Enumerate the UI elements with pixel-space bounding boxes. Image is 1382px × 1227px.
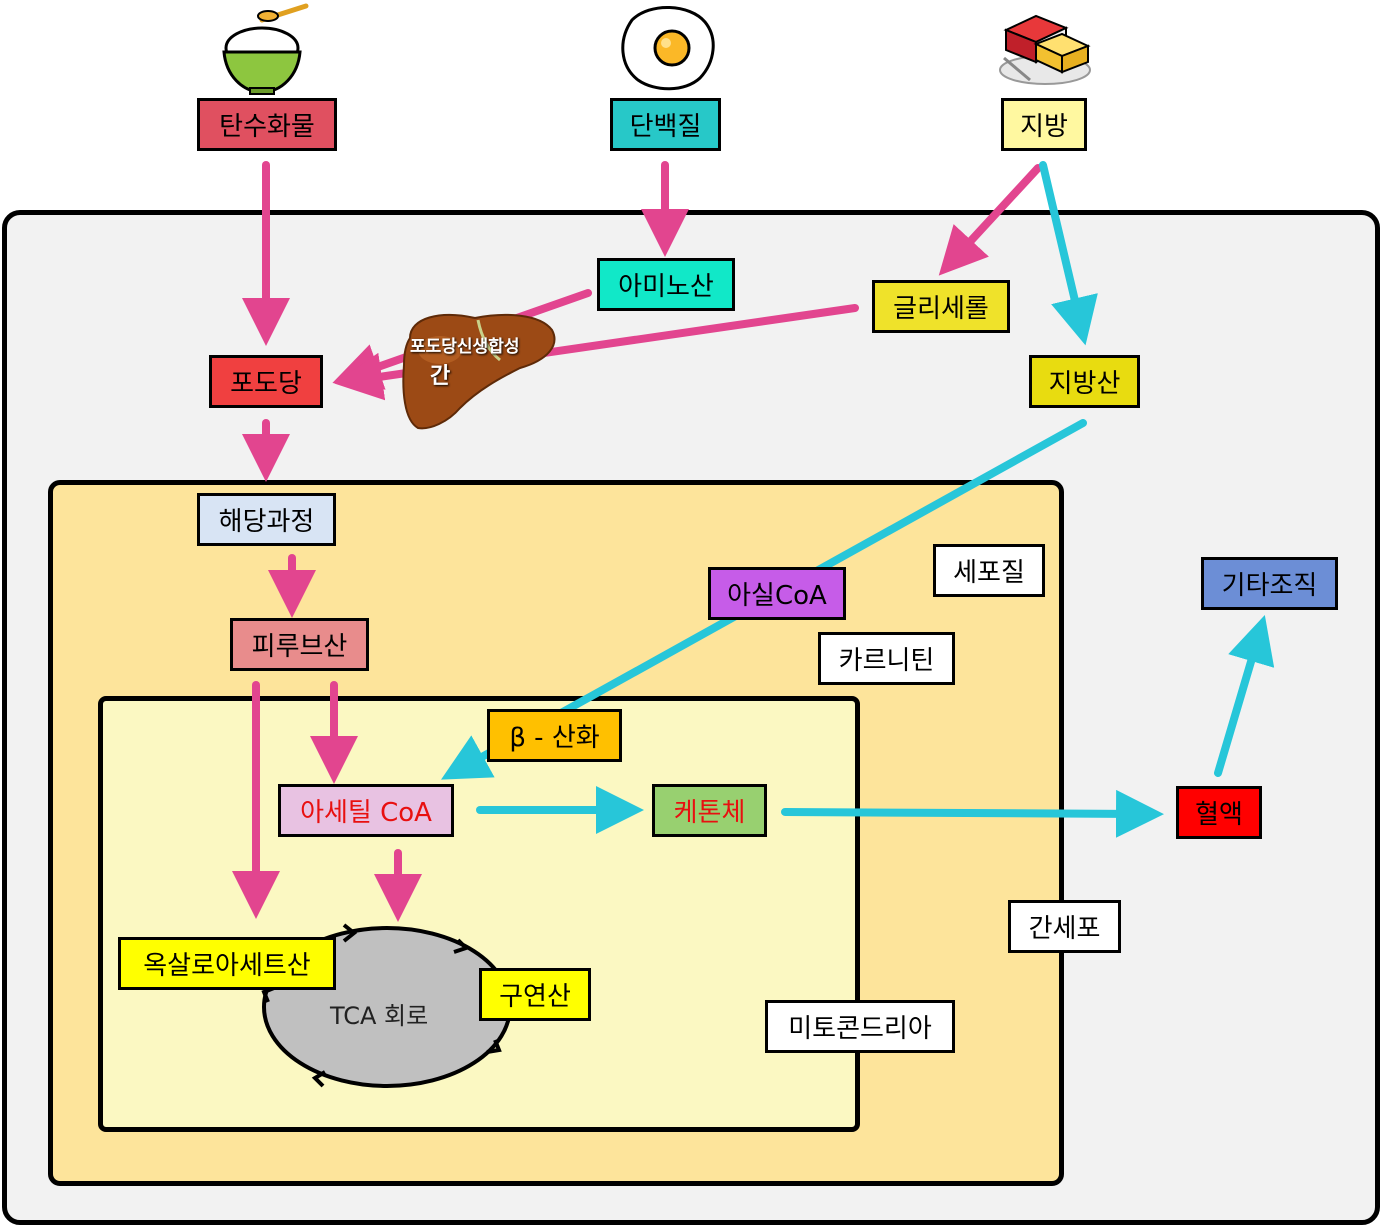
tca-cycle-chevrons bbox=[261, 923, 502, 1088]
ketone-body-box: 케톤체 bbox=[652, 784, 767, 837]
fried-egg-icon bbox=[621, 6, 715, 91]
amino-acid-box: 아미노산 bbox=[597, 258, 735, 311]
glucose-box: 포도당 bbox=[209, 355, 323, 408]
arrow-ketone-blood bbox=[781, 789, 1164, 838]
rice-bowl-icon bbox=[222, 3, 309, 95]
mitochondria-label: 미토콘드리아 bbox=[765, 1000, 955, 1053]
acyl-coa-box: 아실CoA bbox=[708, 567, 846, 620]
other-tissue-box: 기타조직 bbox=[1201, 557, 1338, 610]
fat-box: 지방 bbox=[1001, 98, 1087, 151]
butter-icon bbox=[999, 14, 1091, 85]
citric-acid-box: 구연산 bbox=[479, 968, 591, 1021]
tca-cycle-label: TCA 회로 bbox=[330, 1002, 429, 1030]
fatty-acid-box: 지방산 bbox=[1029, 355, 1140, 408]
oxaloacetate-box: 옥살로아세트산 bbox=[118, 937, 336, 990]
blood-box: 혈액 bbox=[1176, 786, 1262, 839]
acetyl-coa-box: 아세틸 CoA bbox=[278, 784, 454, 837]
hepatocyte-label: 간세포 bbox=[1008, 900, 1121, 953]
liver-process-label: 포도당신생합성 bbox=[410, 337, 520, 357]
cytoplasm-label: 세포질 bbox=[933, 544, 1045, 597]
liver-icon bbox=[402, 313, 556, 430]
glycolysis-box: 해당과정 bbox=[197, 493, 336, 546]
protein-box: 단백질 bbox=[610, 98, 721, 151]
pyruvate-box: 피루브산 bbox=[230, 618, 369, 671]
beta-oxidation-box: β - 산화 bbox=[487, 709, 622, 762]
arrow-fat-glycerol bbox=[938, 164, 1042, 276]
arrow-fat-fattyacid bbox=[1039, 161, 1098, 346]
liver-label: 간 bbox=[430, 364, 451, 389]
arrow-blood-othertissue bbox=[1214, 614, 1275, 777]
glycerol-box: 글리세롤 bbox=[872, 280, 1010, 333]
carnitine-box: 카르니틴 bbox=[818, 632, 955, 685]
carbohydrate-box: 탄수화물 bbox=[197, 98, 337, 151]
